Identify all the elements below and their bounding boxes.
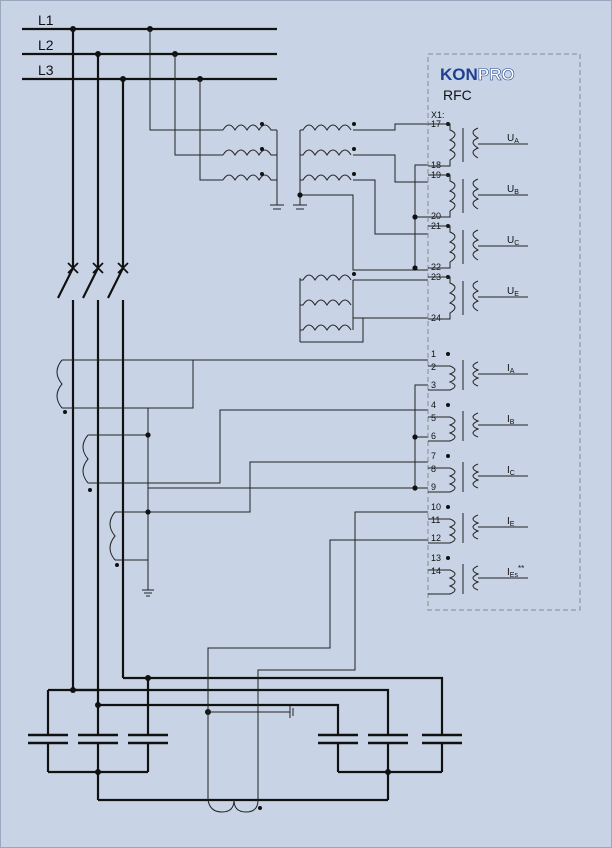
vt-output-coil	[472, 229, 480, 261]
terminal-number: 22	[431, 262, 441, 272]
current-input-a: 1 2 3 IA	[428, 349, 528, 391]
vt-input-coil	[428, 225, 456, 269]
ct-output-coil	[472, 514, 480, 540]
device-model: RFC	[443, 87, 472, 103]
terminal-block-label: X1:	[431, 110, 445, 120]
current-input-e: 10 11 12 IE	[428, 502, 528, 544]
vt-input-coil	[428, 174, 456, 218]
junction-dots	[70, 26, 391, 775]
signal-junction-dots	[145, 192, 418, 515]
voltage-transformer-primary	[222, 124, 278, 181]
line-label-l1: L1	[38, 12, 54, 28]
vt-polarity-dots	[260, 122, 356, 276]
terminal-number: 2	[431, 362, 436, 372]
ct-output-coil	[472, 412, 480, 438]
current-input-c: 7 8 9 IC	[428, 451, 528, 493]
terminal-number: 6	[431, 431, 436, 441]
line-label-l2: L2	[38, 37, 54, 53]
terminal-number: 1	[431, 349, 436, 359]
polarity-dot	[446, 454, 450, 458]
current-label: IEs**	[507, 564, 524, 579]
voltage-label: UA	[507, 133, 519, 145]
breaker-marks	[67, 262, 129, 274]
voltage-label: UC	[507, 235, 519, 247]
ct-polarity-dots	[63, 410, 262, 810]
ct-output-coil	[472, 463, 480, 489]
voltage-transformer-secondary	[300, 124, 354, 331]
terminal-number: 24	[431, 313, 441, 323]
polarity-dot	[446, 403, 450, 407]
rfc-device: KONPRO RFC X1: 1718UA1920UB2122UC2324UE …	[427, 53, 581, 611]
ct-input-coil	[428, 365, 456, 391]
terminal-number: 12	[431, 533, 441, 543]
polarity-dot	[446, 505, 450, 509]
voltage-label: UB	[507, 184, 519, 196]
current-label: IC	[507, 465, 515, 477]
device-outline	[427, 53, 581, 611]
polarity-dot	[446, 556, 450, 560]
ct-output-coil	[472, 565, 480, 591]
ct-input-coil	[428, 569, 456, 595]
vt-output-coil	[472, 178, 480, 210]
current-transformers	[56, 359, 259, 813]
ct-output-coil	[472, 361, 480, 387]
ct-input-coil	[428, 416, 456, 442]
current-label: IA	[507, 363, 515, 375]
line-label-l3: L3	[38, 62, 54, 78]
terminal-number: 3	[431, 380, 436, 390]
terminal-number: 10	[431, 502, 441, 512]
current-label: IE	[507, 516, 515, 528]
capacitor-bank	[28, 733, 462, 745]
current-label: IB	[507, 414, 515, 426]
brand-logo: KONPRO	[440, 65, 515, 84]
ct-input-coil	[428, 518, 456, 544]
vt-input-coil	[428, 123, 456, 167]
current-input-b: 4 5 6 IB	[428, 400, 528, 442]
terminal-number: 20	[431, 211, 441, 221]
terminal-number: 9	[431, 482, 436, 492]
terminal-number: 5	[431, 413, 436, 423]
vt-output-coil	[472, 127, 480, 159]
voltage-label: UE	[507, 286, 519, 298]
polarity-dot	[446, 352, 450, 356]
terminal-number: 7	[431, 451, 436, 461]
terminal-number: 4	[431, 400, 436, 410]
current-input-es: 13 14 IEs**	[428, 553, 528, 595]
terminal-number: 14	[431, 566, 441, 576]
terminal-number: 18	[431, 160, 441, 170]
terminal-number: 11	[431, 515, 440, 525]
terminal-number: 13	[431, 553, 441, 563]
vt-output-coil	[472, 280, 480, 312]
terminal-number: 8	[431, 464, 436, 474]
vt-input-coil	[428, 276, 456, 320]
ct-input-coil	[428, 467, 456, 493]
